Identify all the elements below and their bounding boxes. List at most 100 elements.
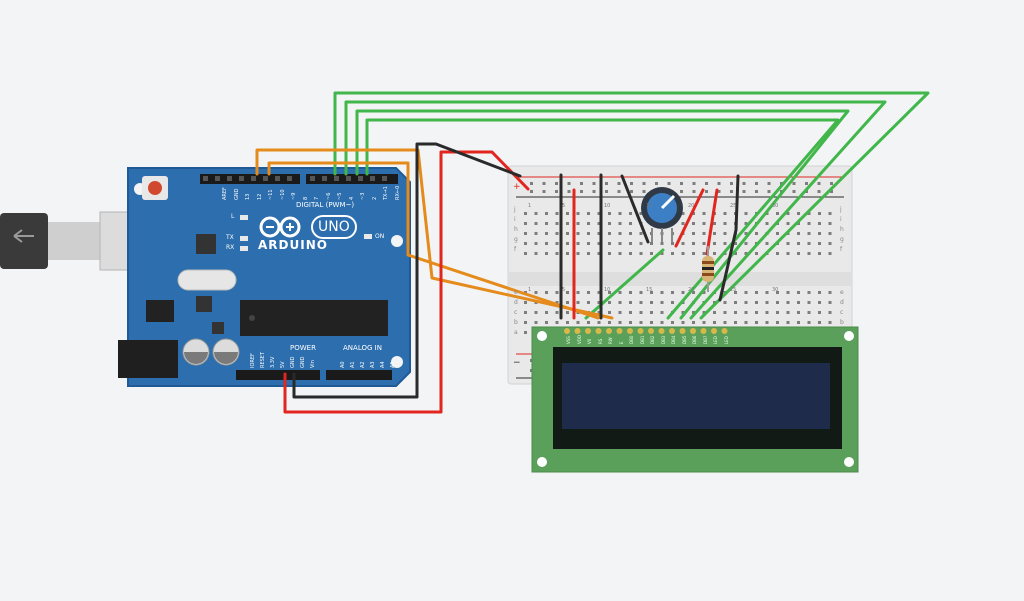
breadboard-row-letter: a: [840, 329, 844, 336]
lcd-pin-label: LED: [713, 336, 718, 344]
lcd-pin-label: DB2: [650, 335, 655, 344]
wire-orange-2: [267, 161, 600, 320]
breadboard-row-letter: j: [840, 206, 842, 213]
lcd-pin-label: LED: [723, 336, 729, 344]
breadboard-row-letter: c: [514, 309, 518, 316]
wire-green-2: [344, 100, 887, 320]
digital-pin-label: ~3: [360, 192, 366, 200]
wire-green-pot: [584, 248, 665, 320]
breadboard-row-letter: f: [840, 246, 843, 253]
breadboard-column-number: 30: [772, 203, 779, 209]
breadboard-row-letter: h: [840, 226, 844, 233]
lcd-pin-label: DB3: [660, 335, 666, 344]
wire-black-4: [718, 174, 740, 302]
lcd-pin-header: [564, 328, 728, 334]
lcd-screen: [562, 363, 830, 429]
digital-pin-label: ~6: [325, 192, 332, 200]
breadboard-row-letter: f: [514, 246, 517, 253]
atmega-chip: [240, 300, 388, 336]
led-l-label: L: [231, 213, 235, 220]
lcd-pin-label: DB5: [681, 335, 687, 344]
power-pin-label: Vin: [310, 360, 316, 368]
breadboard-row-letter: j: [514, 206, 516, 213]
breadboard-row-letter: g: [840, 236, 844, 243]
digital-header-label: DIGITAL (PWM~): [296, 201, 355, 209]
power-pin-label: RESET: [260, 351, 266, 368]
breadboard-row-letter: e: [840, 289, 844, 296]
analog-pin-label: A3: [370, 361, 376, 368]
lcd-pin-label: RW: [608, 337, 613, 344]
breadboard-column-number: 15: [646, 203, 653, 209]
wire-green-4: [365, 118, 840, 320]
arduino-logo-icon: [259, 216, 301, 238]
resistor: [702, 246, 714, 292]
analog-pin-label: A1: [350, 361, 356, 368]
breadboard-column-number: 15: [646, 287, 653, 293]
breadboard-column-number: 10: [604, 287, 611, 293]
wire-black-main: [292, 142, 522, 399]
breadboard-row-letter: d: [840, 299, 844, 306]
digital-pin-label: TX→1: [383, 186, 389, 200]
wire-red-main: [283, 150, 530, 414]
potentiometer: [641, 187, 683, 242]
lcd-pin-label: DB4: [671, 335, 676, 344]
led-rx-label: RX: [226, 244, 235, 251]
breadboard-row-letter: a: [514, 329, 518, 336]
digital-pin-label: 13: [245, 193, 251, 200]
arduino-uno-board: [118, 167, 411, 387]
power-pin-label: GND: [290, 356, 296, 368]
lcd-16x2: [531, 326, 859, 473]
breadboard-column-number: 5: [562, 287, 566, 293]
lcd-pin-label: E: [618, 341, 624, 344]
breadboard-column-number: 30: [772, 287, 779, 293]
rail-minus-label: −: [513, 358, 521, 368]
digital-pin-label: GND: [233, 188, 240, 200]
breadboard-column-number: 20: [688, 287, 695, 293]
led-tx-label: TX: [226, 234, 234, 241]
wire-black-3: [620, 174, 650, 244]
wire-green-3: [355, 109, 850, 320]
breadboard-row-letter: b: [514, 319, 518, 326]
wire-red-2: [674, 188, 705, 248]
breadboard-column-number: 25: [730, 203, 737, 209]
analog-pin-label: A0: [340, 361, 346, 368]
led-on-label: ON: [375, 233, 385, 240]
lcd-pin-label: DB6: [692, 335, 697, 344]
lcd-pin-label: V0: [587, 338, 592, 344]
breadboard-row-letter: e: [514, 289, 518, 296]
power-pin-label: GND: [300, 356, 306, 368]
digital-pin-label: 2: [371, 196, 378, 200]
analog-header-label: ANALOG IN: [343, 344, 382, 352]
arduino-model-label: UNO: [318, 219, 350, 235]
breadboard-column-number: 10: [604, 203, 611, 209]
breadboard-row-letter: i: [514, 216, 516, 223]
wire-green-1: [333, 91, 930, 320]
analog-pin-label: A5: [390, 361, 396, 368]
lcd-pin-label: DB1: [639, 335, 645, 344]
power-pin-label: 3.3V: [270, 356, 276, 368]
arduino-brand-label: ARDUINO: [258, 238, 328, 252]
reset-button-icon: [148, 181, 162, 195]
breadboard-column-number: 20: [688, 203, 695, 209]
lcd-pin-label: VSS: [566, 336, 571, 344]
digital-pin-label: 7: [314, 196, 320, 200]
power-header-label: POWER: [290, 344, 316, 352]
digital-pin-label: 4: [348, 196, 355, 200]
digital-pin-label: 12: [256, 193, 263, 200]
wire-red-3: [705, 188, 719, 256]
digital-pin-label: ~9: [291, 192, 297, 200]
digital-pin-label: RX←0: [394, 185, 401, 200]
breadboard-row-letter: d: [514, 299, 518, 306]
breadboard-column-number: 5: [562, 203, 566, 209]
digital-pin-label: AREF: [222, 187, 228, 200]
digital-pin-label: ~10: [279, 189, 286, 200]
lcd-pin-label: DB7: [702, 335, 708, 344]
lcd-pin-label: VDD: [576, 335, 582, 344]
digital-pin-label: 8: [302, 196, 309, 200]
breadboard-row-letter: h: [514, 226, 518, 233]
digital-pin-label: ~11: [268, 189, 274, 200]
breadboard-column-number: 1: [528, 203, 532, 209]
breadboard-row-letter: i: [840, 216, 842, 223]
breadboard-row-letter: b: [840, 319, 844, 326]
